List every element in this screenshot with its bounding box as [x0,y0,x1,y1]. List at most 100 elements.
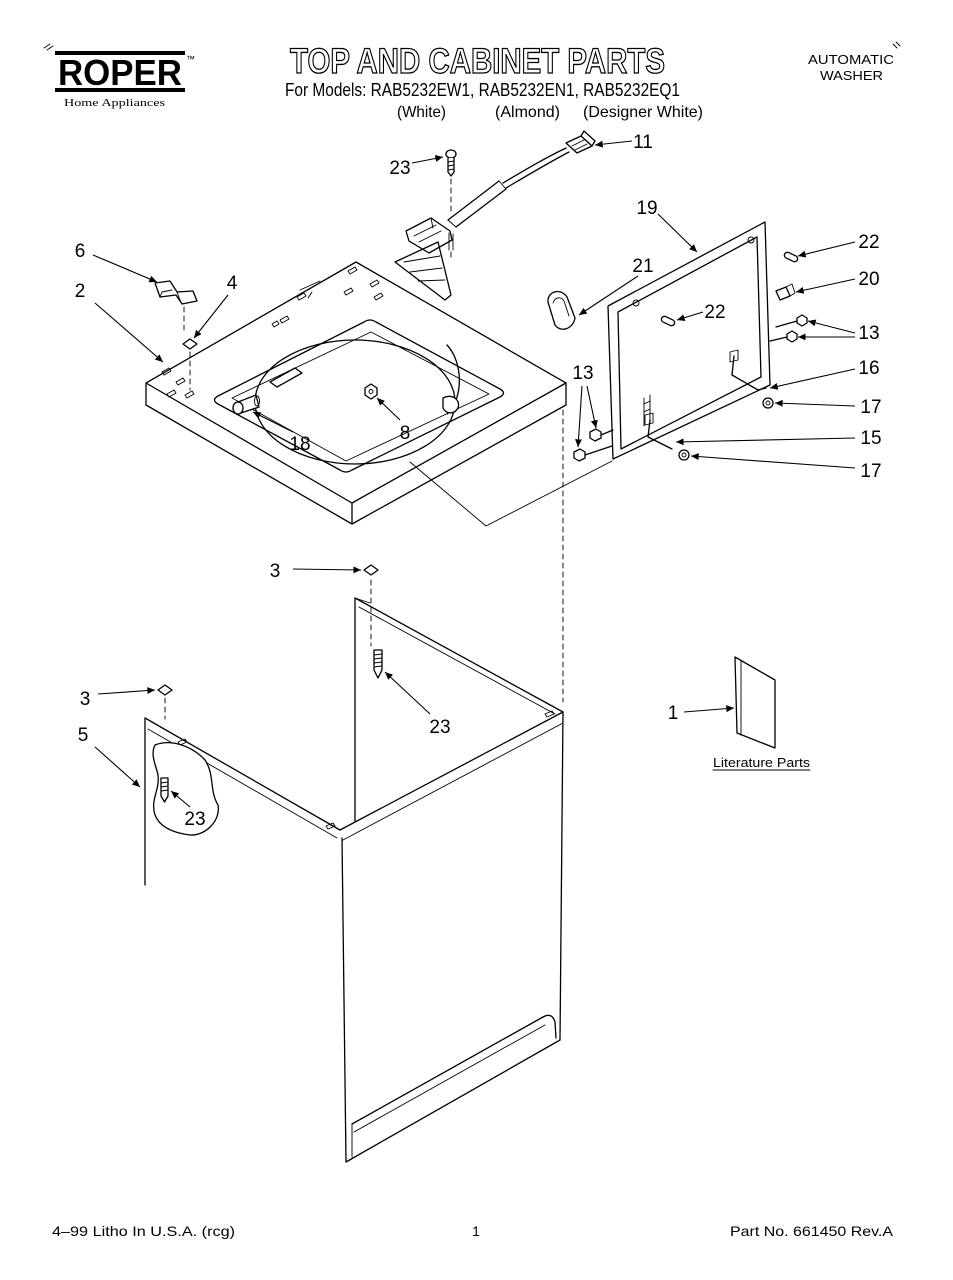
fill-slot [269,367,303,388]
callout-number: 17 [860,397,881,418]
rod-part-16 [729,349,767,391]
switch-mounting-plate [394,241,452,301]
wire-harness [447,130,596,228]
leader-arrow [769,368,856,390]
callout-number: 3 [80,689,91,710]
logo-tagline: Home Appliances [64,98,165,109]
pad-part-3-left [157,684,173,696]
callout-number: 18 [289,434,310,455]
leader-arrow [690,453,856,469]
leader-arrow [94,302,164,363]
screw-part-23-cutaway [160,777,169,803]
leader-arrow [575,385,583,448]
bracket-part-20 [775,283,796,301]
color-label-designer-white: (Designer White) [583,104,703,121]
fill-nozzle-part-18 [232,394,260,415]
screw-part-23-cabinet [373,649,383,679]
leader-arrow [797,241,856,258]
product-type-line-1: AUTOMATIC [808,52,894,67]
callout-number: 23 [429,717,450,738]
page-number: 1 [472,1223,480,1239]
callout-number: 13 [572,363,593,384]
callout-number: 2 [75,281,86,302]
screws-part-13-left [573,428,614,462]
logo-rule-top [55,51,185,55]
leader-arrow [675,437,856,446]
leader-arrow [170,790,191,808]
callout-number: 17 [860,461,881,482]
leader-arrow [193,294,229,339]
lid-switch [405,217,454,254]
dispenser [442,344,461,415]
opening-lip [231,331,490,462]
color-label-white: (White) [397,104,446,121]
lid-opening [213,319,505,473]
leader-arrow [376,397,401,421]
color-label-almond: (Almond) [495,104,560,121]
bumper-part-4 [182,338,198,391]
bushing-part-17-right [762,397,774,409]
bushing-part-17-lower [678,449,690,461]
leader-arrow [411,155,444,164]
callout-number: 13 [858,323,879,344]
footer: 4–99 Litho In U.S.A. (rcg) 1 Part No. 66… [52,1223,894,1239]
callout-numbers: 23 11 6 4 2 19 22 21 22 20 13 16 17 13 1… [75,132,882,830]
leader-arrow [586,385,598,429]
leader-arrow [94,746,141,788]
clip-part-6 [154,280,198,335]
leader-arrow [594,140,633,148]
callout-number: 16 [858,358,879,379]
registration-mark [43,41,901,51]
leader-arrow [578,275,639,316]
header: TOP AND CABINET PARTS For Models: RAB523… [285,41,894,121]
logo-brand: ROPER [58,52,182,93]
product-type-line-2: WASHER [820,68,883,83]
callout-number: 1 [668,703,679,724]
lid-bumper-part-21 [547,290,576,330]
pin-part-22-right [783,251,799,263]
leader-arrow [292,566,362,574]
callout-number: 5 [78,725,89,746]
callout-number: 3 [270,561,281,582]
top-panel [145,261,567,525]
callout-number: 21 [632,256,653,277]
cabinet-cutaway [152,742,219,836]
cabinet [144,597,564,1163]
callout-number: 22 [858,232,879,253]
leader-arrow [92,254,158,283]
callout-number: 19 [636,198,657,219]
logo-trademark: ™ [186,54,195,64]
leader-arrows [92,140,856,808]
pad-part-3-rear [363,564,379,576]
part-number: Part No. 661450 Rev.A [730,1223,894,1239]
models-line: For Models: RAB5232EW1, RAB5232EN1, RAB5… [285,80,680,100]
alignment-lines [164,409,613,720]
callout-number: 20 [858,269,879,290]
callout-number: 11 [633,132,653,153]
callout-number: 22 [704,302,725,323]
callout-number: 23 [389,158,410,179]
leader-arrow [657,213,698,253]
literature-label: Literature Parts [713,756,810,770]
hinge-rod-part-15 [644,412,673,450]
callout-number: 15 [860,428,881,449]
leader-arrow [676,311,704,322]
leader-arrow [774,399,856,407]
bolt-part-8 [364,383,378,400]
callout-number: 4 [227,273,238,294]
print-info: 4–99 Litho In U.S.A. (rcg) [52,1223,235,1239]
leader-arrow [252,411,294,433]
screws-part-13-right [769,314,808,343]
leader-arrow [97,687,156,695]
callout-number: 6 [75,241,86,262]
logo-rule-bottom [55,88,185,92]
leader-arrow [795,278,856,294]
panel-holes [161,266,384,399]
leader-arrow [807,319,856,334]
screw-part-23-top [445,149,457,261]
leader-arrow [683,705,735,713]
callout-number: 23 [184,809,205,830]
callout-number: 8 [400,423,411,444]
roper-logo: ROPER ™ Home Appliances [55,51,195,109]
